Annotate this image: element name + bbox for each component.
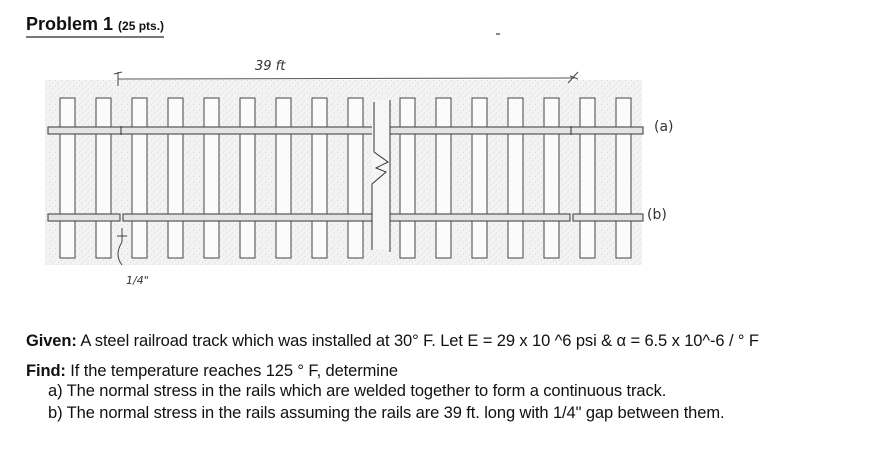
tie: [95, 97, 112, 259]
tie: [435, 97, 452, 259]
find-label: Find:: [26, 362, 66, 380]
railroad-track-figure: 39 ft (a) (b) 1/4": [45, 59, 674, 287]
given-text: A steel railroad track which was install…: [76, 332, 759, 350]
tie: [167, 97, 184, 259]
rail-segment: [47, 213, 121, 222]
tie: [275, 97, 292, 259]
label-b: (b): [647, 207, 667, 223]
label-a: (a): [654, 119, 674, 135]
given-label: Given:: [26, 332, 77, 350]
tie: [347, 97, 364, 259]
rail-segment: [572, 213, 644, 222]
tie: [203, 97, 220, 259]
tie: [59, 97, 76, 259]
break-line-left: [371, 102, 389, 250]
tie: [471, 97, 488, 259]
given-statement: Given: A steel railroad track which was …: [26, 331, 759, 351]
tie: [311, 97, 328, 259]
find-statement: Find: If the temperature reaches 125 ° F…: [26, 361, 398, 381]
tie: [399, 97, 416, 259]
tie: [543, 97, 560, 259]
gap-leader: [117, 228, 127, 266]
dimension-tick-right: [567, 71, 579, 84]
tie: [615, 97, 632, 259]
rails: [47, 126, 644, 222]
rail-segment: [122, 213, 571, 222]
tie: [507, 97, 524, 259]
find-item-a: a) The normal stress in the rails which …: [48, 382, 667, 400]
tie: [239, 97, 256, 259]
points-label: (25 pts.): [118, 19, 165, 33]
dimension-line: [117, 77, 575, 80]
stray-mark: [496, 33, 500, 35]
problem-title: Problem 1 (25 pts.): [26, 14, 165, 38]
dimension-label: 39 ft: [255, 59, 286, 74]
gap-label: 1/4": [126, 274, 149, 287]
tie: [131, 97, 148, 259]
break-gap: [372, 100, 390, 250]
find-text: If the temperature reaches 125 ° F, dete…: [65, 362, 399, 380]
rail-segment: [47, 126, 644, 135]
problem-title-text: Problem 1: [26, 14, 114, 34]
find-item-b: b) The normal stress in the rails assumi…: [48, 404, 725, 422]
tie: [579, 97, 596, 259]
dimension-tick-left: [113, 71, 123, 86]
